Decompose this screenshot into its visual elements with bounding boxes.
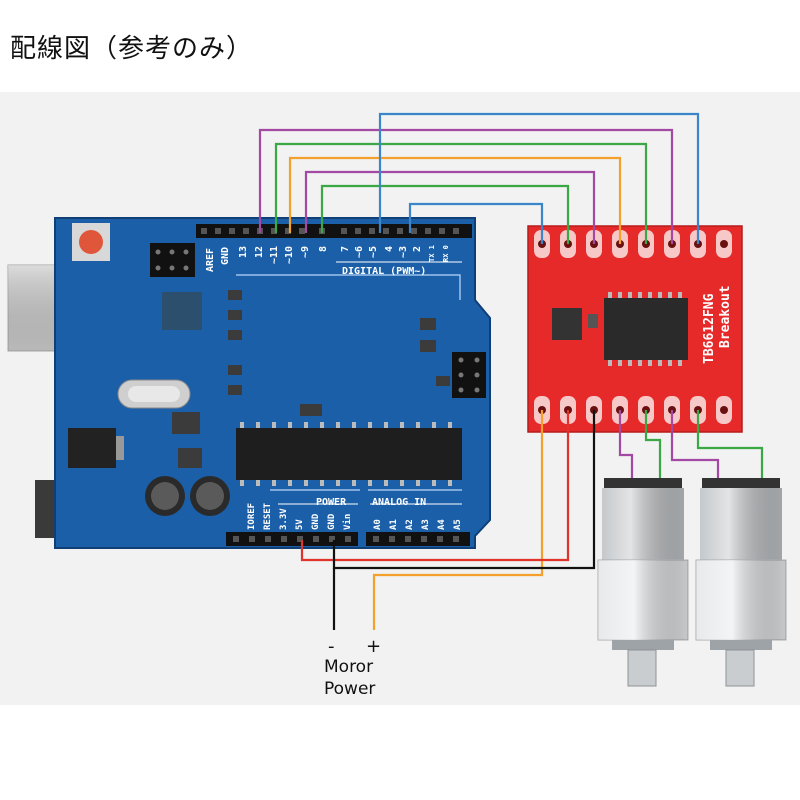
pin-label-a0: A0 xyxy=(373,519,383,530)
pin-label-gnd-1: GND xyxy=(311,513,321,530)
analog-header xyxy=(366,532,470,546)
tb6612fng-breakout: TB6612FNG Breakout xyxy=(527,225,743,433)
pin-label-11: ~11 xyxy=(269,246,280,264)
pin-label-ioref: IOREF xyxy=(247,503,257,530)
wire-pin8 xyxy=(320,184,570,244)
power-label: POWER xyxy=(316,497,347,508)
motor-power-line1: Moror xyxy=(324,657,373,677)
digital-pwm-label: DIGITAL (PWM~) xyxy=(342,266,426,277)
wire-motor-a-1 xyxy=(618,410,634,478)
pin-label-rx0: RX 0 xyxy=(442,245,450,262)
wire-gnd-black xyxy=(332,410,596,570)
pin-label-8: 8 xyxy=(318,246,329,252)
pin-label-a4: A4 xyxy=(437,519,447,530)
wire-vin-orange xyxy=(372,410,544,630)
pin-label-10: ~10 xyxy=(284,246,295,264)
pin-label-a1: A1 xyxy=(389,519,399,530)
wire-pin5 xyxy=(378,112,700,244)
driver-name: TB6612FNG xyxy=(702,293,717,364)
wire-pin3 xyxy=(408,202,544,244)
pin-label-4: 4 xyxy=(384,246,395,252)
pin-label-5v: 5V xyxy=(295,519,305,530)
pin-label-a5: A5 xyxy=(453,519,463,530)
wire-motor-b-1 xyxy=(670,410,720,478)
motor-a xyxy=(597,478,689,687)
pin-label-9: ~9 xyxy=(300,246,311,258)
motor-b xyxy=(695,478,787,687)
microcontroller-chip xyxy=(236,428,462,480)
pin-label-a2: A2 xyxy=(405,519,415,530)
wire-motor-a-2 xyxy=(644,410,662,478)
wire-motor-b-2 xyxy=(696,410,764,478)
wires xyxy=(258,112,764,630)
pin-label-tx1: TX 1 xyxy=(428,245,436,262)
wire-5v-red xyxy=(300,410,570,562)
pin-label-gnd: GND xyxy=(220,247,231,265)
motor-power-line2: Power xyxy=(324,679,375,699)
pin-label-13: 13 xyxy=(238,246,249,258)
digital-header xyxy=(196,224,472,238)
pin-label-vin: Vin xyxy=(342,514,353,530)
pin-label-5: ~5 xyxy=(368,246,379,258)
wire-pin12 xyxy=(258,128,674,244)
analog-in-label: ANALOG IN xyxy=(372,497,426,508)
page-title: 配線図（参考のみ） xyxy=(10,34,254,64)
pin-label-7: 7 xyxy=(340,246,351,252)
power-header xyxy=(226,532,358,546)
driver-chip xyxy=(604,298,688,360)
pin-label-3: ~3 xyxy=(398,246,409,258)
wire-pin11 xyxy=(274,142,648,244)
arduino-board: AREF GND 13 12 ~11 ~10 ~9 8 7 ~6 ~5 4 ~3… xyxy=(7,217,491,549)
motor-power-plus: + xyxy=(366,636,381,657)
pin-label-a3: A3 xyxy=(421,519,431,530)
driver-subtitle: Breakout xyxy=(718,285,733,348)
motor-power-minus: - xyxy=(328,636,335,657)
wire-pin10 xyxy=(288,156,622,244)
pin-label-3v3: 3.3V xyxy=(279,508,289,530)
pin-label-aref: AREF xyxy=(205,248,216,272)
pin-label-gnd-2: GND xyxy=(327,513,337,530)
pin-label-12: 12 xyxy=(254,246,265,258)
pin-label-6: ~6 xyxy=(354,246,365,258)
wire-pin9 xyxy=(304,170,596,244)
pin-label-reset: RESET xyxy=(263,502,273,530)
pin-label-2: 2 xyxy=(412,246,423,252)
